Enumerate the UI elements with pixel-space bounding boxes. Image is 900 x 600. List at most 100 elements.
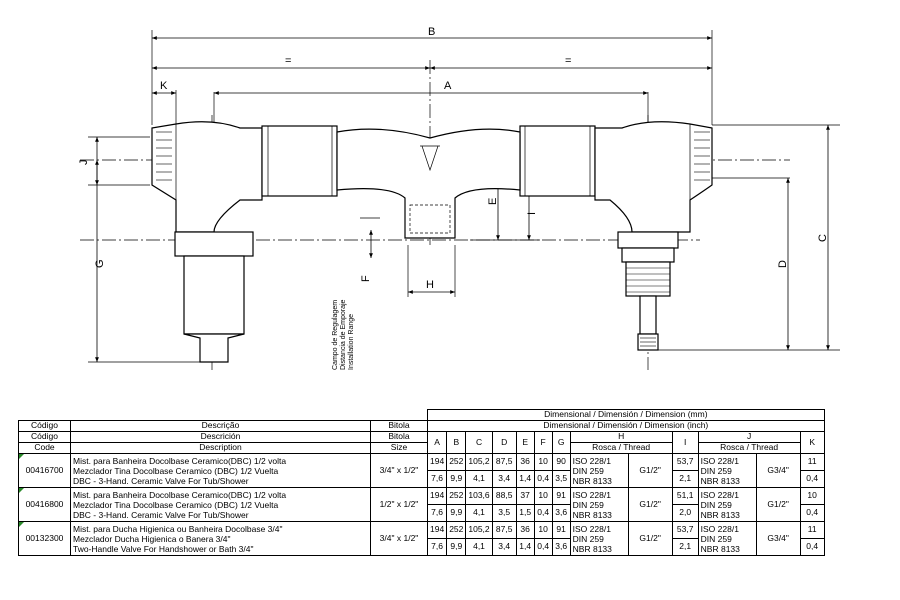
value-d-mm: 87,5 bbox=[491, 453, 517, 471]
col-header-j-thread: Rosca / Thread bbox=[697, 442, 801, 454]
dim-label-equal-left: = bbox=[285, 55, 291, 67]
dim-label-equal-right: = bbox=[565, 55, 571, 67]
product-size: 1/2" x 1/2" bbox=[370, 487, 428, 522]
value-e-mm: 36 bbox=[515, 453, 535, 471]
description-es: Mezclador Tina Docolbase Ceramico (DBC) … bbox=[73, 499, 279, 510]
value-k-inch: 0,4 bbox=[799, 538, 825, 556]
table-row: 00416800 Mist. para Banheira Docolbase Ce… bbox=[18, 487, 825, 522]
col-header-a: A bbox=[426, 431, 448, 454]
range-note-pt: Campo de Regulagem bbox=[332, 300, 339, 370]
product-code-text: 00416700 bbox=[25, 464, 64, 475]
dim-label-c: C bbox=[817, 234, 829, 242]
j-standard: DIN 259 bbox=[700, 465, 732, 476]
value-e-inch: 1,4 bbox=[515, 470, 535, 488]
col-header-k: K bbox=[799, 431, 825, 454]
value-a-inch: 7,6 bbox=[426, 470, 448, 488]
j-thread: G1/2" bbox=[755, 487, 801, 522]
value-f-inch: 0,4 bbox=[533, 470, 553, 488]
h-standard: DIN 259 bbox=[572, 499, 604, 510]
col-header-g: G bbox=[551, 431, 571, 454]
row-flag-marker bbox=[19, 454, 24, 459]
value-f-inch: 0,4 bbox=[533, 538, 553, 556]
h-thread: G1/2" bbox=[627, 521, 673, 556]
dim-header-mm: Dimensional / Dimensión / Dimension (mm) bbox=[427, 409, 825, 421]
h-standard: NBR 8133 bbox=[572, 509, 612, 520]
h-thread: G1/2" bbox=[627, 487, 673, 522]
col-header-i: I bbox=[671, 431, 699, 454]
product-code: 00132300 bbox=[18, 521, 71, 556]
h-standard: ISO 228/1 bbox=[572, 455, 611, 466]
col-header-codigo-pt: Código bbox=[18, 420, 71, 432]
row-flag-marker bbox=[19, 522, 24, 527]
dim-label-j: J bbox=[78, 160, 90, 166]
value-c-inch: 4,1 bbox=[465, 470, 493, 488]
col-header-c: C bbox=[465, 431, 493, 454]
value-d-inch: 3,5 bbox=[491, 504, 517, 522]
col-header-bitola-es: Bitola bbox=[370, 431, 428, 443]
value-g-mm: 90 bbox=[551, 453, 571, 471]
j-thread: G3/4" bbox=[755, 453, 801, 488]
value-b-inch: 9,9 bbox=[446, 470, 467, 488]
j-standard: ISO 228/1 bbox=[700, 523, 739, 534]
value-i-inch: 2,1 bbox=[671, 538, 699, 556]
value-f-inch: 0,4 bbox=[533, 504, 553, 522]
value-a-mm: 194 bbox=[426, 487, 448, 505]
dim-label-f: F bbox=[360, 275, 372, 282]
product-description: Mist. para Ducha Higienica ou Banheira D… bbox=[70, 521, 371, 556]
value-d-mm: 87,5 bbox=[491, 521, 517, 539]
h-standard: ISO 228/1 bbox=[572, 523, 611, 534]
dim-label-a: A bbox=[444, 80, 452, 92]
col-header-d: D bbox=[491, 431, 517, 454]
technical-drawing: B = = A K J G E I F H D C Campo de Regul… bbox=[78, 26, 840, 370]
col-header-h: H bbox=[569, 431, 673, 443]
dim-label-k: K bbox=[160, 80, 168, 92]
h-standard: NBR 8133 bbox=[572, 475, 612, 486]
value-g-inch: 3,6 bbox=[551, 504, 571, 522]
value-i-mm: 53,7 bbox=[671, 521, 699, 539]
col-header-size-en: Size bbox=[370, 442, 428, 454]
value-c-mm: 105,2 bbox=[465, 453, 493, 471]
col-header-descricao-pt: Descrição bbox=[70, 420, 371, 432]
value-g-inch: 3,6 bbox=[551, 538, 571, 556]
description-pt: Mist. para Banheira Docolbase Ceramico(D… bbox=[73, 489, 287, 500]
left-cartridge bbox=[174, 231, 254, 363]
value-e-mm: 36 bbox=[515, 521, 535, 539]
h-thread: G1/2" bbox=[627, 453, 673, 488]
j-standard: NBR 8133 bbox=[700, 543, 740, 554]
value-b-mm: 252 bbox=[446, 453, 467, 471]
col-header-description-en: Description bbox=[70, 442, 371, 454]
description-en: DBC - 3-Hand. Ceramic Valve For Tub/Show… bbox=[73, 475, 249, 486]
value-k-mm: 10 bbox=[799, 487, 825, 505]
value-f-mm: 10 bbox=[533, 521, 553, 539]
value-k-mm: 11 bbox=[799, 453, 825, 471]
value-f-mm: 10 bbox=[533, 487, 553, 505]
product-code-text: 00416800 bbox=[25, 498, 64, 509]
dim-label-h: H bbox=[426, 279, 434, 291]
value-d-inch: 3,4 bbox=[491, 470, 517, 488]
col-header-e: E bbox=[515, 431, 535, 454]
valve-body bbox=[151, 121, 713, 239]
value-k-inch: 0,4 bbox=[799, 504, 825, 522]
value-a-inch: 7,6 bbox=[426, 538, 448, 556]
value-e-inch: 1,5 bbox=[515, 504, 535, 522]
value-d-mm: 88,5 bbox=[491, 487, 517, 505]
value-f-mm: 10 bbox=[533, 453, 553, 471]
h-standard: NBR 8133 bbox=[572, 543, 612, 554]
value-i-inch: 2,1 bbox=[671, 470, 699, 488]
h-standard: ISO 228/1 bbox=[572, 489, 611, 500]
dim-label-g: G bbox=[94, 259, 106, 268]
description-en: Two-Handle Valve For Handshower or Bath … bbox=[73, 543, 254, 554]
value-b-mm: 252 bbox=[446, 521, 467, 539]
description-en: DBC - 3-Hand. Ceramic Valve For Tub/Show… bbox=[73, 509, 249, 520]
value-c-inch: 4,1 bbox=[465, 504, 493, 522]
range-note-es: Distancia de Emporaje bbox=[340, 299, 347, 370]
value-a-inch: 7,6 bbox=[426, 504, 448, 522]
col-header-h-thread: Rosca / Thread bbox=[569, 442, 673, 454]
col-header-code-en: Code bbox=[18, 442, 71, 454]
